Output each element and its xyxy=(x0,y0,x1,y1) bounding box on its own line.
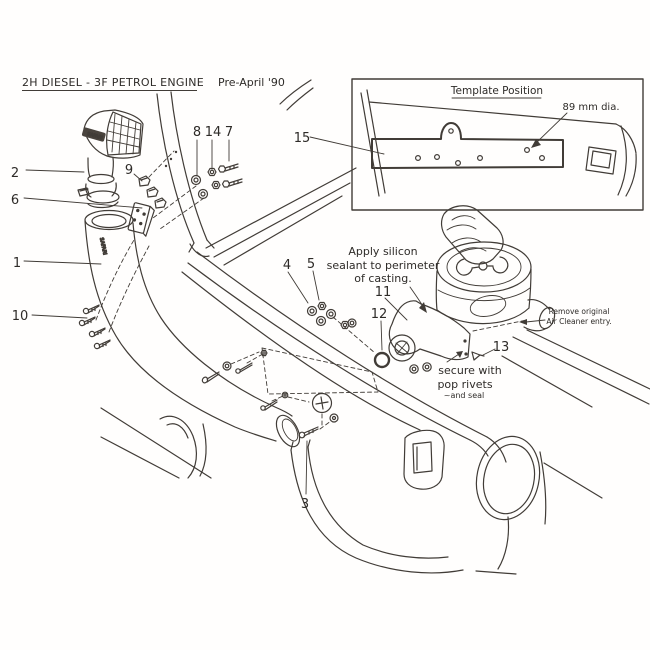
note-rivets-line1: secure with xyxy=(438,364,501,377)
tube-brand-label: SAFARI xyxy=(98,237,108,255)
diagram-subtitle: Pre-April '90 xyxy=(218,76,285,89)
diagram-title: 2H DIESEL - 3F PETROL ENGINE xyxy=(22,76,204,89)
note-rivets-line2: pop rivets xyxy=(437,378,492,391)
callout-3: 3 xyxy=(301,497,309,512)
rear-wheel-arch xyxy=(100,407,212,479)
note-rivets-line3: ~and seal xyxy=(444,391,485,400)
adapter-casting xyxy=(373,300,485,374)
clips-group-9 xyxy=(138,150,178,209)
note-remove-line2: Air Cleaner entry. xyxy=(546,317,611,326)
pop-rivet xyxy=(471,351,485,361)
snorkel-head: SAFARI xyxy=(77,109,144,231)
inset-title: Template Position xyxy=(450,85,543,97)
callout-4: 4 xyxy=(283,258,291,273)
callout-15: 15 xyxy=(294,131,311,146)
screw-3 xyxy=(298,426,319,439)
callout-2: 2 xyxy=(11,166,19,181)
a-pillar xyxy=(170,91,208,241)
fasteners-group-top xyxy=(190,163,243,200)
callout-14: 14 xyxy=(205,125,222,140)
callout-6: 6 xyxy=(11,193,19,208)
headlight xyxy=(475,435,541,521)
head-brand-plate xyxy=(81,127,106,142)
note-silicon-line3: of casting. xyxy=(354,272,411,285)
note-silicon-line1: Apply silicon xyxy=(348,245,417,258)
front-wheel-arch xyxy=(290,439,464,574)
a-pillar xyxy=(156,93,195,244)
air-cleaner xyxy=(435,205,556,332)
callout-13: 13 xyxy=(493,340,510,355)
callout-10: 10 xyxy=(12,309,29,324)
grommet-ring xyxy=(373,351,391,369)
dia-arrowhead xyxy=(531,139,541,148)
note-remove-line1: Remove original xyxy=(549,307,610,316)
callout-11: 11 xyxy=(375,285,392,300)
inset-headlight-bezel xyxy=(585,146,617,175)
callout-1: 1 xyxy=(13,256,21,271)
hose-clamp xyxy=(77,187,120,209)
alignment-dashes xyxy=(95,150,528,430)
washers-group-4-5 xyxy=(306,301,357,330)
snorkel-tube: SAFARI xyxy=(84,220,301,448)
inset-box xyxy=(351,78,644,211)
air-cleaner-entry-snout xyxy=(523,298,556,332)
bracket-6 xyxy=(127,202,155,237)
template-strip xyxy=(371,122,564,169)
hole-position-mark xyxy=(311,392,333,414)
leader-lines xyxy=(23,136,546,495)
callout-7: 7 xyxy=(225,125,233,140)
snorkel-grille xyxy=(106,111,142,156)
grille-crosshatch xyxy=(106,113,141,155)
callout-12: 12 xyxy=(371,307,388,322)
callout-8: 8 xyxy=(193,125,201,140)
vehicle-body xyxy=(100,79,650,575)
callout-5: 5 xyxy=(307,257,315,272)
screws-group-10 xyxy=(78,304,111,350)
wing-nut xyxy=(455,256,509,276)
note-silicon-line2: sealant to perimeter xyxy=(327,259,440,272)
fender-studs-group xyxy=(201,349,339,439)
head-brand-label: SAFARI xyxy=(86,131,103,141)
callout-9: 9 xyxy=(125,163,133,178)
indicator-lamp xyxy=(403,429,445,490)
callout-labels: 2 6 1 10 9 8 14 7 15 4 5 11 12 13 3 xyxy=(11,125,509,512)
template-outline-dashed xyxy=(261,347,379,395)
inset-dia-label: 89 mm dia. xyxy=(563,102,620,113)
